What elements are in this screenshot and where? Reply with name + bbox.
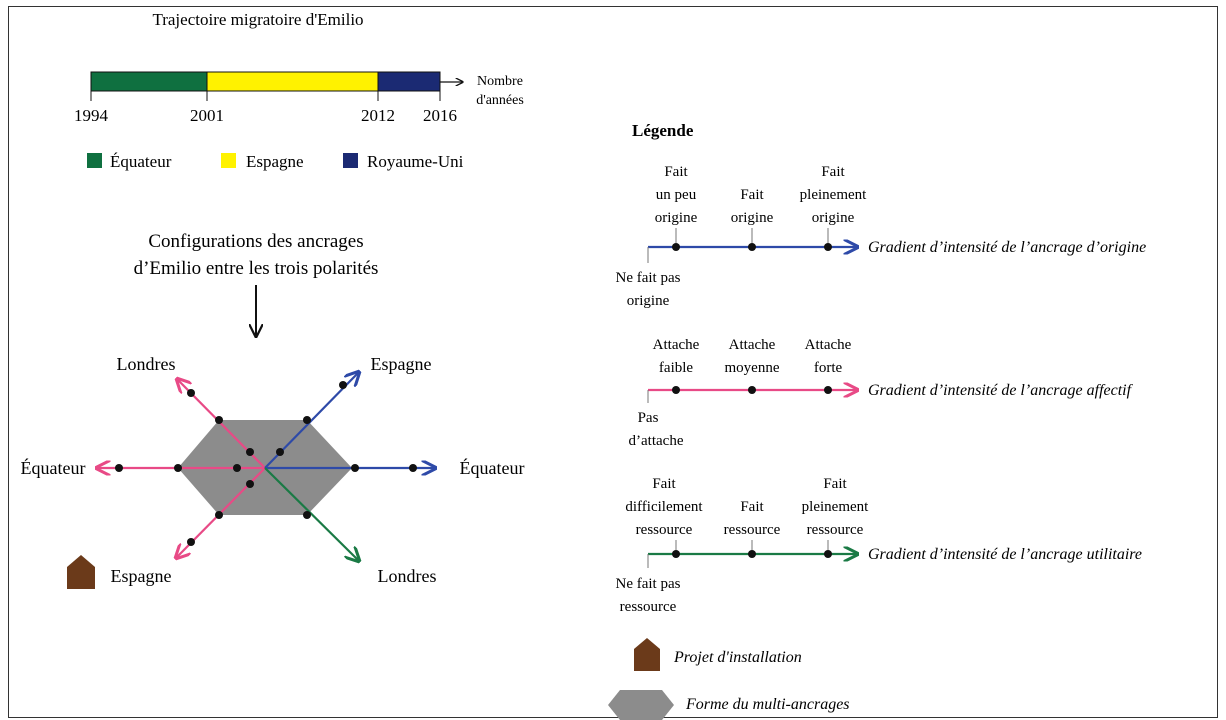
origine-level1-line3: origine xyxy=(655,210,698,226)
utilitaire-dot xyxy=(824,550,832,558)
origine-zero-line2: origine xyxy=(627,293,670,309)
config-label-londres-upper: Londres xyxy=(117,354,176,374)
dot xyxy=(246,480,254,488)
house-icon xyxy=(67,555,95,589)
utilitaire-level1-line3: ressource xyxy=(636,522,693,538)
dot xyxy=(187,389,195,397)
affectif-dot xyxy=(672,386,680,394)
origine-dot xyxy=(672,243,680,251)
year-label-2016: 2016 xyxy=(423,106,457,125)
affectif-zero-line2: d’attache xyxy=(629,433,684,449)
timeline-title: Trajectoire migratoire d'Emilio xyxy=(152,10,363,29)
legend-house-icon xyxy=(634,638,660,671)
axis-label-line2: d'années xyxy=(476,93,524,108)
gradient-origine: Fait un peu origine Fait origine Fait pl… xyxy=(616,164,1147,309)
dot xyxy=(174,464,182,472)
legend-hexagon-icon xyxy=(608,690,674,720)
dot xyxy=(187,538,195,546)
timeline-bar xyxy=(90,71,462,101)
utilitaire-level1-line2: difficilement xyxy=(625,499,703,515)
dot xyxy=(215,511,223,519)
config-title-line2: d’Emilio entre les trois polarités xyxy=(134,258,379,279)
utilitaire-zero-line2: ressource xyxy=(620,599,677,615)
gradient-affectif: Attache faible Attache moyenne Attache f… xyxy=(629,337,1134,449)
config-label-espagne-lower: Espagne xyxy=(111,566,172,586)
config-label-equateur-left: Équateur xyxy=(21,457,86,478)
affectif-level3-line2: forte xyxy=(814,360,843,376)
timeline-segment-ecuador xyxy=(90,71,208,92)
config-label-londres-lower: Londres xyxy=(378,566,437,586)
utilitaire-zero-line1: Ne fait pas xyxy=(616,576,681,592)
config-dots xyxy=(115,381,417,546)
dot xyxy=(215,416,223,424)
dot xyxy=(339,381,347,389)
timeline-segment-spain xyxy=(206,71,379,92)
utilitaire-dot xyxy=(748,550,756,558)
legend-label-uk: Royaume-Uni xyxy=(367,152,464,171)
year-label-2001: 2001 xyxy=(190,106,224,125)
origine-dot xyxy=(748,243,756,251)
affectif-level2-line1: Attache xyxy=(729,337,776,353)
utilitaire-level2-line1: Fait xyxy=(740,499,764,515)
legend-label-ecuador: Équateur xyxy=(110,152,172,171)
utilitaire-level3-line1: Fait xyxy=(823,476,847,492)
affectif-zero-line1: Pas xyxy=(638,410,659,426)
origine-level1-line2: un peu xyxy=(656,187,697,203)
legend-label-spain: Espagne xyxy=(246,152,304,171)
dot xyxy=(303,511,311,519)
utilitaire-arrow-londres xyxy=(264,467,358,560)
dot xyxy=(246,448,254,456)
origine-zero-line1: Ne fait pas xyxy=(616,270,681,286)
axis-label-line1: Nombre xyxy=(477,74,523,89)
origine-level2-line1: Fait xyxy=(740,187,764,203)
utilitaire-level1-line1: Fait xyxy=(652,476,676,492)
affectif-gradient-name: Gradient d’intensité de l’ancrage affect… xyxy=(868,382,1134,399)
utilitaire-level2-line2: ressource xyxy=(724,522,781,538)
dot xyxy=(409,464,417,472)
origine-level3-line3: origine xyxy=(812,210,855,226)
config-title-line1: Configurations des ancrages xyxy=(148,231,363,252)
origine-level1-line1: Fait xyxy=(664,164,688,180)
legend-hexagon-label: Forme du multi-ancrages xyxy=(685,696,850,713)
timeline-segment-uk xyxy=(377,71,441,92)
legend-title: Légende xyxy=(632,121,694,140)
origine-gradient-name: Gradient d’intensité de l’ancrage d’orig… xyxy=(868,239,1146,256)
affectif-level1-line2: faible xyxy=(659,360,693,376)
origine-level2-line2: origine xyxy=(731,210,774,226)
dot xyxy=(303,416,311,424)
config-label-equateur-right: Équateur xyxy=(460,457,525,478)
affectif-level3-line1: Attache xyxy=(805,337,852,353)
origine-level3-line1: Fait xyxy=(821,164,845,180)
affectif-dot xyxy=(748,386,756,394)
affectif-level1-line1: Attache xyxy=(653,337,700,353)
gradient-utilitaire: Fait difficilement ressource Fait ressou… xyxy=(616,476,1143,615)
dot xyxy=(233,464,241,472)
legend-house-label: Projet d'installation xyxy=(673,649,802,666)
year-label-2012: 2012 xyxy=(361,106,395,125)
origine-level3-line2: pleinement xyxy=(800,187,867,203)
dot xyxy=(351,464,359,472)
dot xyxy=(276,448,284,456)
affectif-dot xyxy=(824,386,832,394)
utilitaire-gradient-name: Gradient d’intensité de l’ancrage utilit… xyxy=(868,546,1142,563)
legend-swatch-spain xyxy=(221,153,236,168)
figure-frame xyxy=(8,6,1218,718)
utilitaire-level3-line3: ressource xyxy=(807,522,864,538)
year-label-1994: 1994 xyxy=(74,106,109,125)
affectif-level2-line2: moyenne xyxy=(725,360,780,376)
dot xyxy=(115,464,123,472)
legend-swatch-ecuador xyxy=(87,153,102,168)
utilitaire-level3-line2: pleinement xyxy=(802,499,869,515)
legend-swatch-uk xyxy=(343,153,358,168)
origine-dot xyxy=(824,243,832,251)
utilitaire-dot xyxy=(672,550,680,558)
config-label-espagne-upper: Espagne xyxy=(371,354,432,374)
